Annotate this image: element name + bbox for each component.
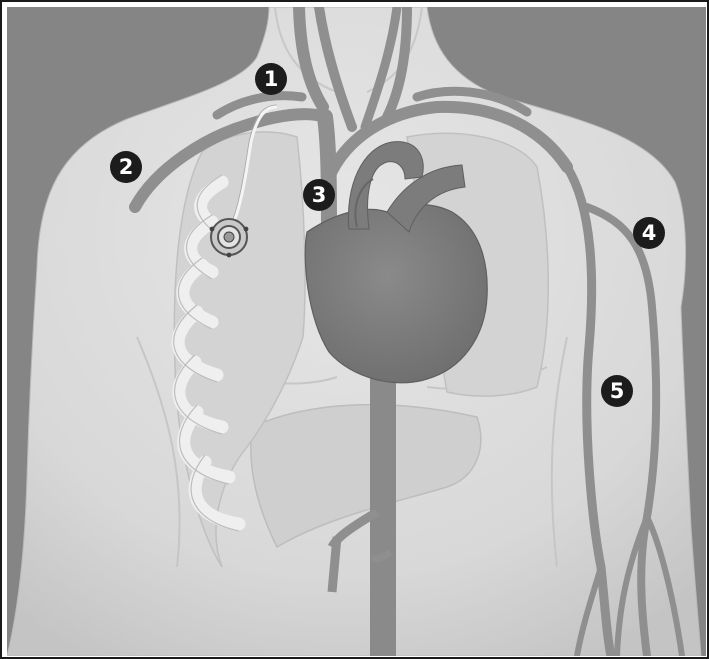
marker-3: 3: [303, 179, 335, 211]
anatomy-illustration: 1 2 3 4 5: [7, 7, 706, 656]
marker-4-label: 4: [642, 221, 657, 245]
marker-1: 1: [255, 63, 287, 95]
marker-5: 5: [601, 375, 633, 407]
marker-4: 4: [633, 217, 665, 249]
marker-3-label: 3: [312, 183, 327, 207]
marker-2-label: 2: [119, 155, 134, 179]
heart: [305, 205, 487, 383]
marker-5-label: 5: [610, 379, 625, 403]
marker-2: 2: [110, 151, 142, 183]
marker-1-label: 1: [264, 67, 279, 91]
